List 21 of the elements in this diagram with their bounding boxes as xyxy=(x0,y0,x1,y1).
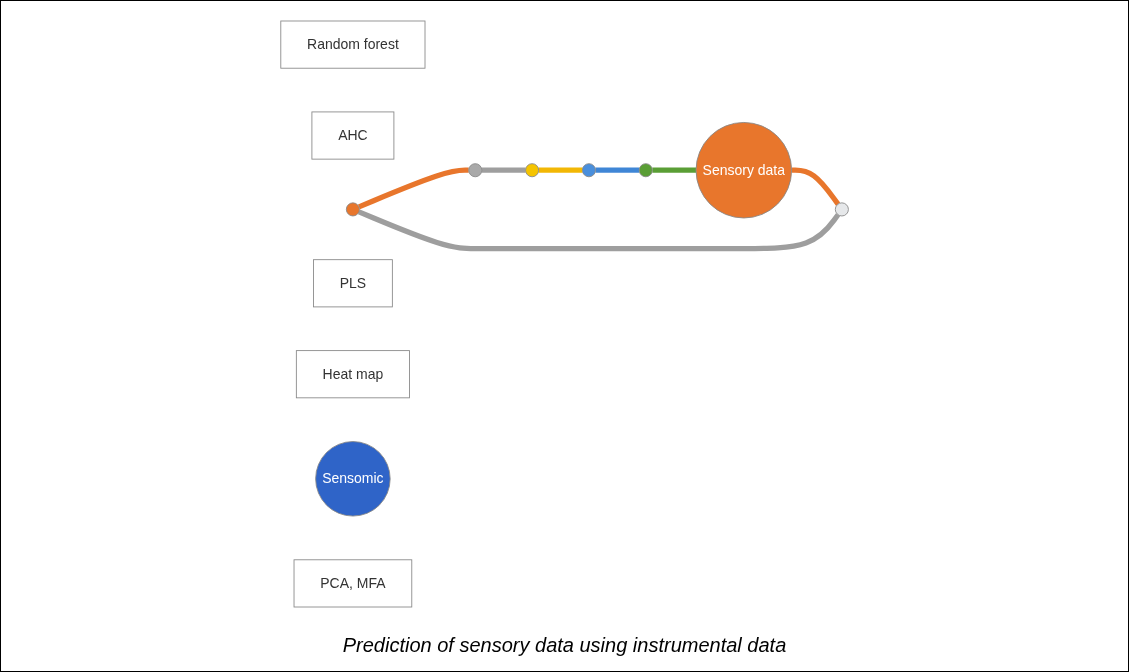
connector xyxy=(481,167,526,173)
node-box: AHC xyxy=(311,111,395,160)
node-box: Heat map xyxy=(295,349,410,398)
node-circle: Sensory data xyxy=(695,121,792,218)
connector xyxy=(595,167,640,173)
node-box: PLS xyxy=(312,258,393,307)
node-box: Random forest xyxy=(280,20,426,69)
node-circle xyxy=(581,162,596,177)
node-circle xyxy=(525,162,539,177)
node-box: PCA, MFA xyxy=(293,558,413,607)
node-circle xyxy=(638,162,653,177)
node-circle xyxy=(834,201,849,216)
connector xyxy=(538,167,583,173)
connector xyxy=(357,167,469,209)
connector xyxy=(652,167,696,173)
node-circle xyxy=(468,162,483,177)
connector xyxy=(791,167,841,206)
caption: Prediction of sensory data using instrumental data xyxy=(342,634,787,657)
node-circle: Sensomic xyxy=(315,440,391,516)
connector xyxy=(357,209,841,251)
node-circle xyxy=(345,201,360,216)
